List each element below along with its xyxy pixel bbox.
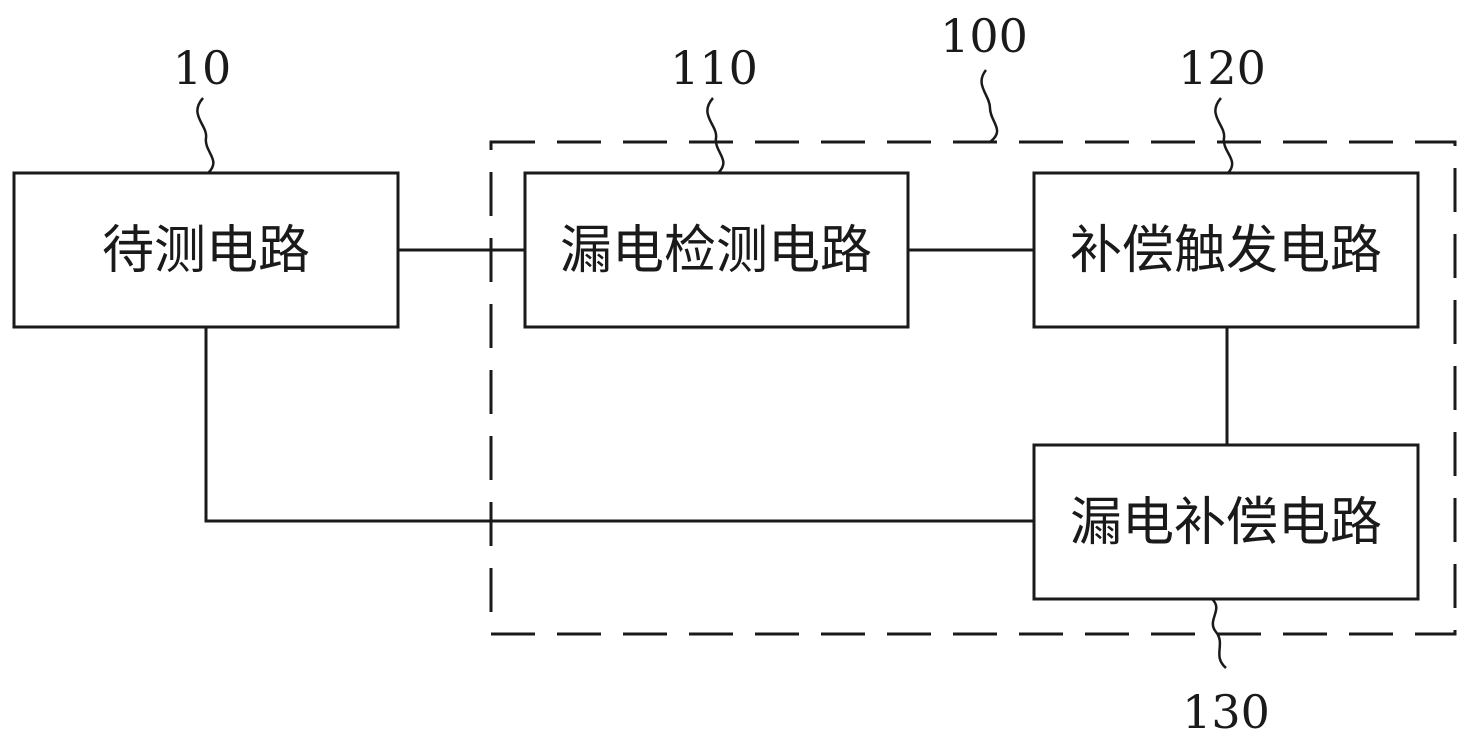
- module-boundary-dashed: [489, 140, 1457, 636]
- ref-numeral-10: 10: [173, 41, 232, 95]
- ref-numeral-130: 130: [1182, 685, 1270, 739]
- ref-numeral-110: 110: [670, 41, 758, 95]
- block-compensation-trigger-frame: [1032, 171, 1420, 329]
- leader-line-10: [196, 97, 215, 174]
- block-leak-compensation-label: 漏电补偿电路: [1070, 493, 1382, 553]
- leader-line-120: [1214, 97, 1234, 174]
- leader-line-100: [980, 69, 999, 143]
- block-circuit-under-test-frame: [12, 171, 400, 329]
- ref-numeral-100: 100: [940, 9, 1028, 63]
- block-leak-detection-label: 漏电检测电路: [560, 221, 872, 281]
- block-leak-detection-frame: [523, 171, 910, 329]
- block-leak-detection: 漏电检测电路: [523, 171, 910, 329]
- leader-line-130: [1211, 598, 1227, 669]
- block-leak-compensation-frame: [1032, 443, 1420, 601]
- block-compensation-trigger-label: 补偿触发电路: [1070, 221, 1382, 281]
- block-circuit-under-test-label: 待测电路: [102, 221, 310, 281]
- wire-compensation-to-test: [204, 327, 1034, 523]
- block-circuit-under-test: 待测电路: [12, 171, 400, 329]
- block-leak-compensation: 漏电补偿电路: [1032, 443, 1420, 601]
- block-compensation-trigger: 补偿触发电路: [1032, 171, 1420, 329]
- ref-numeral-120: 120: [1178, 41, 1266, 95]
- leader-line-110: [706, 97, 725, 174]
